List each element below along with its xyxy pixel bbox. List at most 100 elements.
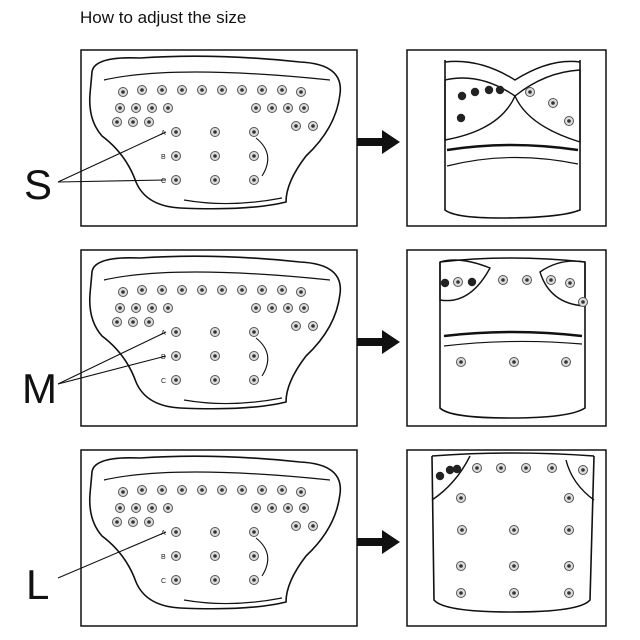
rise-snap [249, 327, 259, 337]
page-title: How to adjust the size [80, 8, 247, 27]
snap [131, 303, 141, 313]
right-frame [406, 249, 607, 427]
snap [283, 303, 293, 313]
snap [546, 275, 556, 285]
right-wing [539, 260, 586, 307]
diaper-outline [88, 55, 342, 210]
diaper-waist-line [103, 71, 331, 81]
snap [564, 525, 574, 535]
snap [296, 87, 306, 97]
snap [163, 303, 173, 313]
left-wing [431, 455, 471, 501]
snap [251, 303, 261, 313]
snap [251, 503, 261, 513]
rise-snap [210, 127, 220, 137]
snap [137, 485, 147, 495]
rise-snap [171, 375, 181, 385]
snap [277, 485, 287, 495]
folded-outline [444, 60, 581, 219]
pointer-line [57, 179, 167, 183]
snap [283, 103, 293, 113]
snap [177, 285, 187, 295]
snap [456, 561, 466, 571]
snap [267, 303, 277, 313]
snap [115, 103, 125, 113]
snap-label-c: C [161, 578, 166, 585]
diaper-bottom-line [183, 597, 283, 605]
rise-snap [249, 151, 259, 161]
snap [509, 561, 519, 571]
folded-diaper-s [444, 60, 581, 219]
diaper-waist-line [103, 471, 331, 481]
snap [472, 463, 482, 473]
rise-snap [249, 351, 259, 361]
snap [112, 517, 122, 527]
snap [131, 503, 141, 513]
rise-snap [249, 527, 259, 537]
snap [277, 85, 287, 95]
diaper-outline [88, 255, 342, 410]
rise-snap [210, 551, 220, 561]
snap [296, 487, 306, 497]
diaper-waist-line [103, 271, 331, 281]
fold-arrow [255, 137, 269, 177]
rise-snap [249, 551, 259, 561]
snap [522, 275, 532, 285]
rise-fold-lower [443, 340, 583, 347]
right-frame [406, 49, 607, 227]
folded-outline [439, 262, 586, 419]
snap [115, 503, 125, 513]
left-wing [444, 77, 516, 141]
panel-l: ABC [57, 449, 607, 627]
snap [237, 285, 247, 295]
snap [217, 285, 227, 295]
snap [445, 465, 455, 475]
size-label-s: S [24, 161, 53, 208]
diaper-bottom-line [183, 397, 283, 405]
pointer-line [57, 531, 167, 579]
snap [456, 493, 466, 503]
arrow-icon [357, 330, 400, 354]
snap [496, 463, 506, 473]
snap [456, 357, 466, 367]
snap [565, 278, 575, 288]
snap [157, 85, 167, 95]
snap [257, 285, 267, 295]
panel-s: ABC [57, 49, 607, 227]
snap [131, 103, 141, 113]
snap [257, 485, 267, 495]
snap [147, 303, 157, 313]
fold-arrow [255, 337, 269, 377]
rise-snap [171, 551, 181, 561]
snap [147, 103, 157, 113]
arrow-icon [357, 530, 400, 554]
snap [137, 285, 147, 295]
rise-fold [446, 143, 579, 152]
snap-label-c: C [161, 378, 166, 385]
rise-snap [210, 327, 220, 337]
snap-label-c: C [161, 178, 166, 185]
snap [118, 287, 128, 297]
snap [267, 503, 277, 513]
snap [251, 103, 261, 113]
snap [277, 285, 287, 295]
snap [157, 285, 167, 295]
snap [257, 85, 267, 95]
snap [118, 487, 128, 497]
folded-diaper-m [439, 257, 588, 419]
rise-snap [171, 127, 181, 137]
snap [177, 485, 187, 495]
rise-snap [171, 175, 181, 185]
snap [435, 471, 445, 481]
snap [484, 85, 494, 95]
rise-fold-lower [446, 156, 579, 167]
snap [157, 485, 167, 495]
size-label-m: M [22, 365, 57, 412]
folded-outline [431, 455, 595, 613]
panel-m: ABC [57, 249, 607, 427]
fold-arrow [255, 537, 269, 577]
snap [144, 517, 154, 527]
snap [308, 521, 318, 531]
snap [217, 485, 227, 495]
right-wing [565, 459, 595, 501]
